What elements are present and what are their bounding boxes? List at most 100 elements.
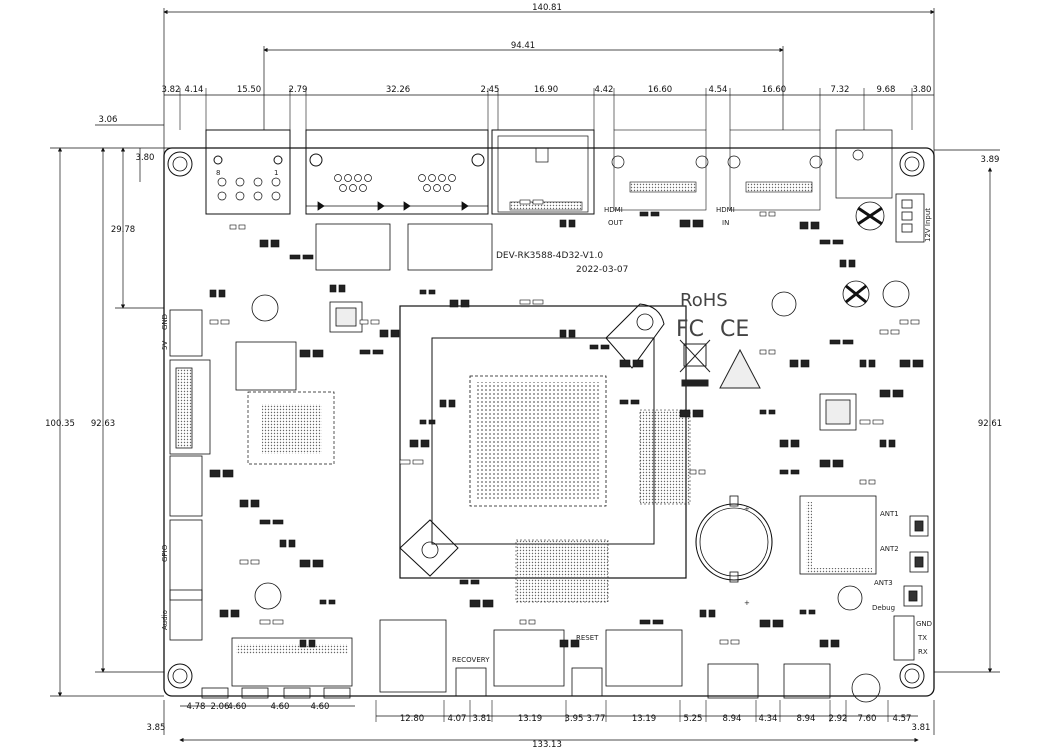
smd-component — [289, 254, 301, 260]
dim-left-offset: 3.06 — [99, 115, 118, 125]
smd-component — [768, 211, 776, 217]
dim-segment-label: 4.78 — [187, 702, 206, 712]
smd-component — [312, 559, 324, 568]
smd-component — [810, 221, 820, 230]
smd-component — [652, 619, 664, 625]
smd-component — [470, 579, 480, 585]
dimension-lines — [50, 8, 1000, 743]
smd-component — [819, 459, 831, 468]
smd-component — [390, 329, 400, 338]
smd-component — [239, 559, 249, 565]
recovery-button — [455, 667, 487, 697]
smd-component — [250, 559, 260, 565]
smd-component — [238, 224, 246, 230]
dim-segment-label: 4.57 — [893, 714, 912, 724]
hdmi-labels: HDMI OUT HDMI IN 8 1 — [216, 169, 735, 227]
dim-left-outer: 100.35 — [45, 419, 75, 429]
smd-component — [790, 439, 800, 448]
smd-component — [859, 419, 871, 425]
smd-component — [759, 211, 767, 217]
smd-component — [890, 329, 900, 335]
compliance-symbols — [679, 339, 761, 389]
smd-component — [800, 359, 810, 368]
dim-segment-label: 4.34 — [759, 714, 778, 724]
smd-component — [699, 609, 707, 618]
emmc-chip — [247, 391, 335, 465]
smd-component — [209, 469, 221, 478]
smd-component — [222, 469, 234, 478]
smd-component — [708, 609, 716, 618]
smd-component — [868, 479, 876, 485]
top-connectors — [205, 129, 893, 215]
smd-component — [630, 399, 640, 405]
mounting-hole-tr — [899, 151, 925, 177]
header-label-5v: 5V — [161, 341, 169, 350]
capacitor-2 — [842, 280, 870, 308]
dim-segment-label: 8.94 — [723, 714, 742, 724]
rohs-mark: RoHS — [680, 290, 728, 311]
debug-pin-gnd: GND — [916, 620, 932, 628]
smd-component — [719, 639, 729, 645]
smd-component — [779, 469, 789, 475]
dim-segment-label: 2.92 — [829, 714, 848, 724]
antenna-connectors — [893, 515, 929, 661]
smd-component — [528, 619, 536, 625]
dim-segment-label: 4.42 — [595, 85, 614, 95]
smd-component — [218, 289, 226, 298]
soc-chip — [469, 375, 607, 507]
smd-component — [759, 619, 771, 628]
smd-component — [399, 459, 411, 465]
smd-component — [892, 389, 904, 398]
dim-segment-label: 3.80 — [913, 85, 932, 95]
smd-component — [272, 519, 284, 525]
recovery-label: RECOVERY — [452, 656, 490, 664]
smd-component — [328, 599, 336, 605]
debug-pin-rx: RX — [918, 648, 928, 656]
dim-bottom-right: 3.81 — [912, 723, 931, 733]
hdmi-out-label-line1: HDMI — [604, 206, 623, 214]
smd-component — [679, 219, 691, 228]
dim-segment-label: 4.60 — [311, 702, 330, 712]
dim-segment-label: 3.81 — [473, 714, 492, 724]
dim-overall-bottom: 133.13 — [532, 740, 562, 750]
hdmi-in-label-line2: IN — [722, 219, 729, 227]
mounting-hole-tl — [167, 151, 193, 177]
smd-component — [338, 284, 346, 293]
dim-segment-label: 12.80 — [400, 714, 424, 724]
smd-component — [519, 199, 531, 205]
smd-component — [299, 559, 311, 568]
smd-component — [428, 419, 436, 425]
smd-component — [419, 419, 427, 425]
header-label-gnd: GND — [161, 314, 169, 330]
smd-component — [230, 609, 240, 618]
smd-component — [692, 219, 704, 228]
smd-component — [229, 224, 237, 230]
usb-a-connector — [491, 129, 595, 215]
dim-segment-label: 3.82 — [162, 85, 181, 95]
board-text: DEV-RK3588-4D32-V1.0 2022-03-07 RoHS FC … — [452, 251, 932, 664]
smd-component — [259, 519, 271, 525]
smd-component — [299, 349, 311, 358]
left-header-labels: GND 5V GPIO Audio — [161, 314, 169, 630]
smd-component — [819, 239, 831, 245]
smd-component — [799, 221, 809, 230]
misc-ics — [231, 223, 877, 699]
smd-component — [359, 319, 369, 325]
dim-left-inner: 92.63 — [91, 419, 115, 429]
smd-component — [639, 211, 649, 217]
smd-component — [209, 319, 219, 325]
mounting-holes — [167, 151, 925, 689]
smd-component — [698, 469, 706, 475]
smd-component — [879, 389, 891, 398]
board-date: 2022-03-07 — [576, 265, 628, 275]
ant3-label: ANT3 — [874, 579, 893, 587]
smd-component — [482, 599, 494, 608]
smd-component — [848, 259, 856, 268]
smd-component — [220, 319, 230, 325]
svg-text:+: + — [744, 505, 750, 513]
dim-segment-label: 16.90 — [534, 85, 558, 95]
